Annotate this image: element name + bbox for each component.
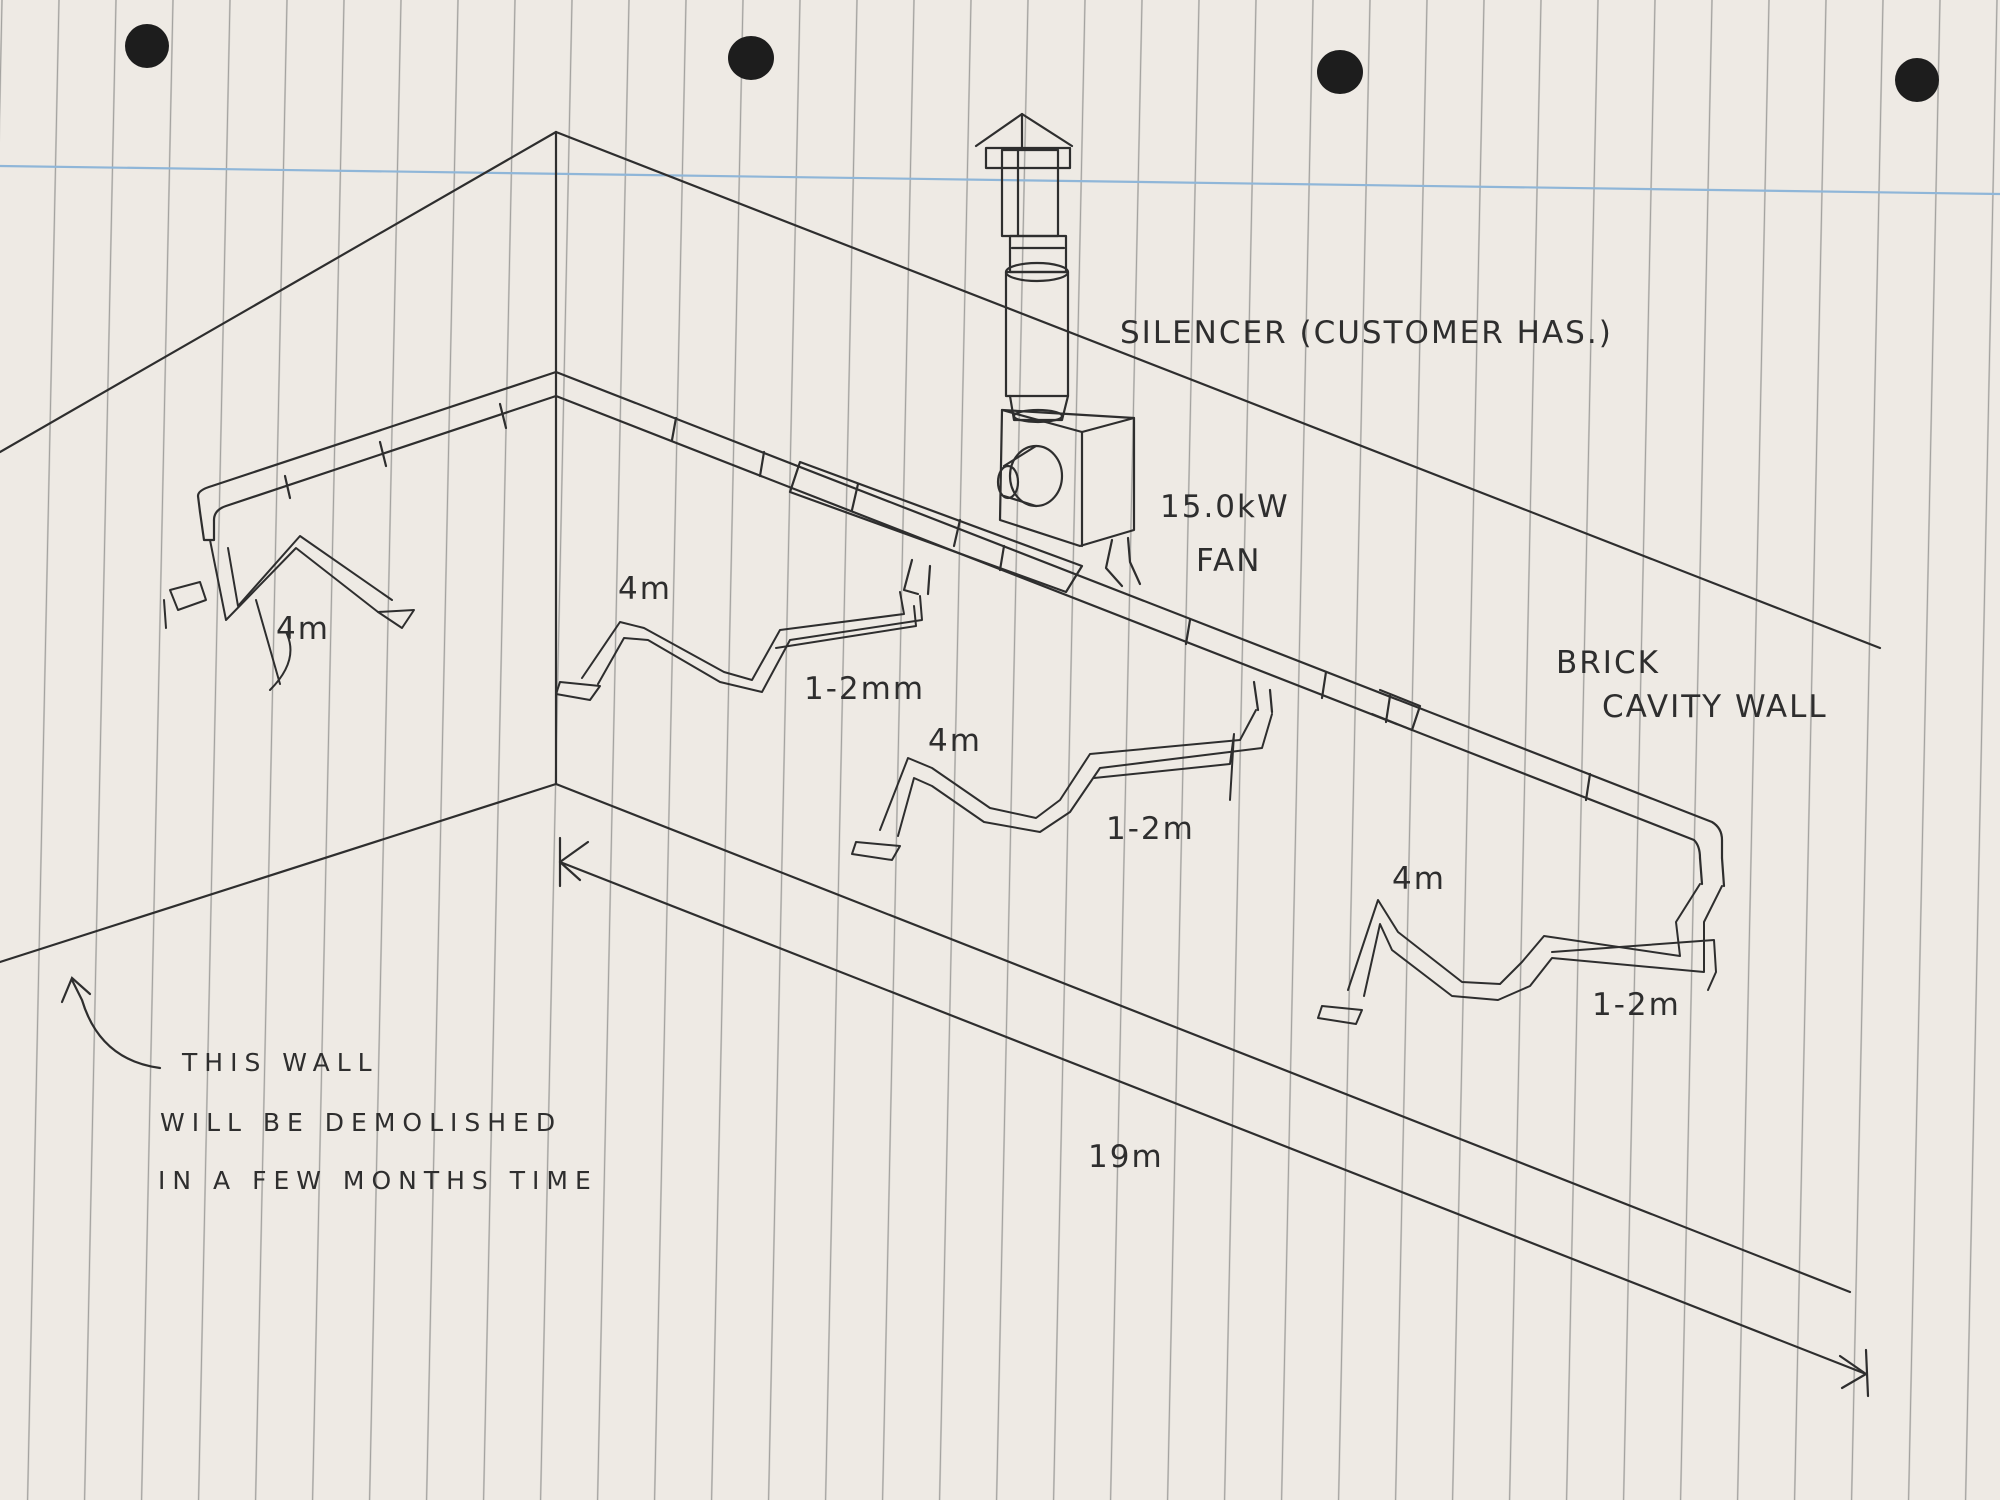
room-outline — [0, 130, 1882, 1294]
wall-type-line1: BRICK — [1556, 645, 1660, 681]
arm-4-branch-label: 1-2m — [1592, 987, 1681, 1023]
silencer-label: SILENCER (CUSTOMER HAS.) — [1120, 315, 1613, 351]
margin-line — [0, 164, 2000, 196]
arm-3-length-label: 4m — [928, 723, 982, 759]
dimension-arrow-19m — [558, 836, 1870, 1398]
fan-word-label: FAN — [1196, 543, 1262, 579]
extraction-arm-4 — [1317, 883, 1723, 1025]
drop-pipes — [198, 510, 1726, 888]
punch-holes — [125, 24, 1939, 102]
total-length-label: 19m — [1088, 1139, 1164, 1175]
arm-3-branch-label: 1-2m — [1106, 811, 1195, 847]
arm-1-length-label: 4m — [276, 611, 330, 647]
roof-line-right — [554, 130, 1882, 650]
fan-rating-label: 15.0kW — [1160, 489, 1290, 525]
demolish-note-line2: WILL BE DEMOLISHED — [160, 1108, 563, 1137]
punch-hole — [125, 24, 169, 68]
wall-type-line2: CAVITY WALL — [1602, 689, 1828, 725]
main-duct — [196, 370, 1724, 860]
extraction-arm-3 — [851, 709, 1273, 861]
floor-line-right — [554, 782, 1852, 1294]
arm-2-length-label: 4m — [618, 571, 672, 607]
floor-line-left — [0, 782, 558, 964]
arm-2-branch-label: 1-2mm — [804, 671, 926, 707]
silencer — [974, 112, 1074, 424]
punch-hole — [1317, 50, 1363, 94]
punch-hole — [1895, 58, 1939, 102]
demolish-note-line3: IN A FEW MONTHS TIME — [158, 1166, 598, 1195]
extraction-arm-2 — [555, 591, 923, 701]
demolish-note-arrow — [60, 976, 162, 1070]
roof-line-left — [0, 130, 558, 454]
arm-4-length-label: 4m — [1392, 861, 1446, 897]
extraction-arm-1 — [163, 535, 415, 691]
duct-reducer — [788, 460, 1422, 732]
demolish-note-line1: THIS WALL — [182, 1048, 379, 1077]
fan-box — [998, 408, 1136, 548]
punch-hole — [728, 36, 774, 80]
